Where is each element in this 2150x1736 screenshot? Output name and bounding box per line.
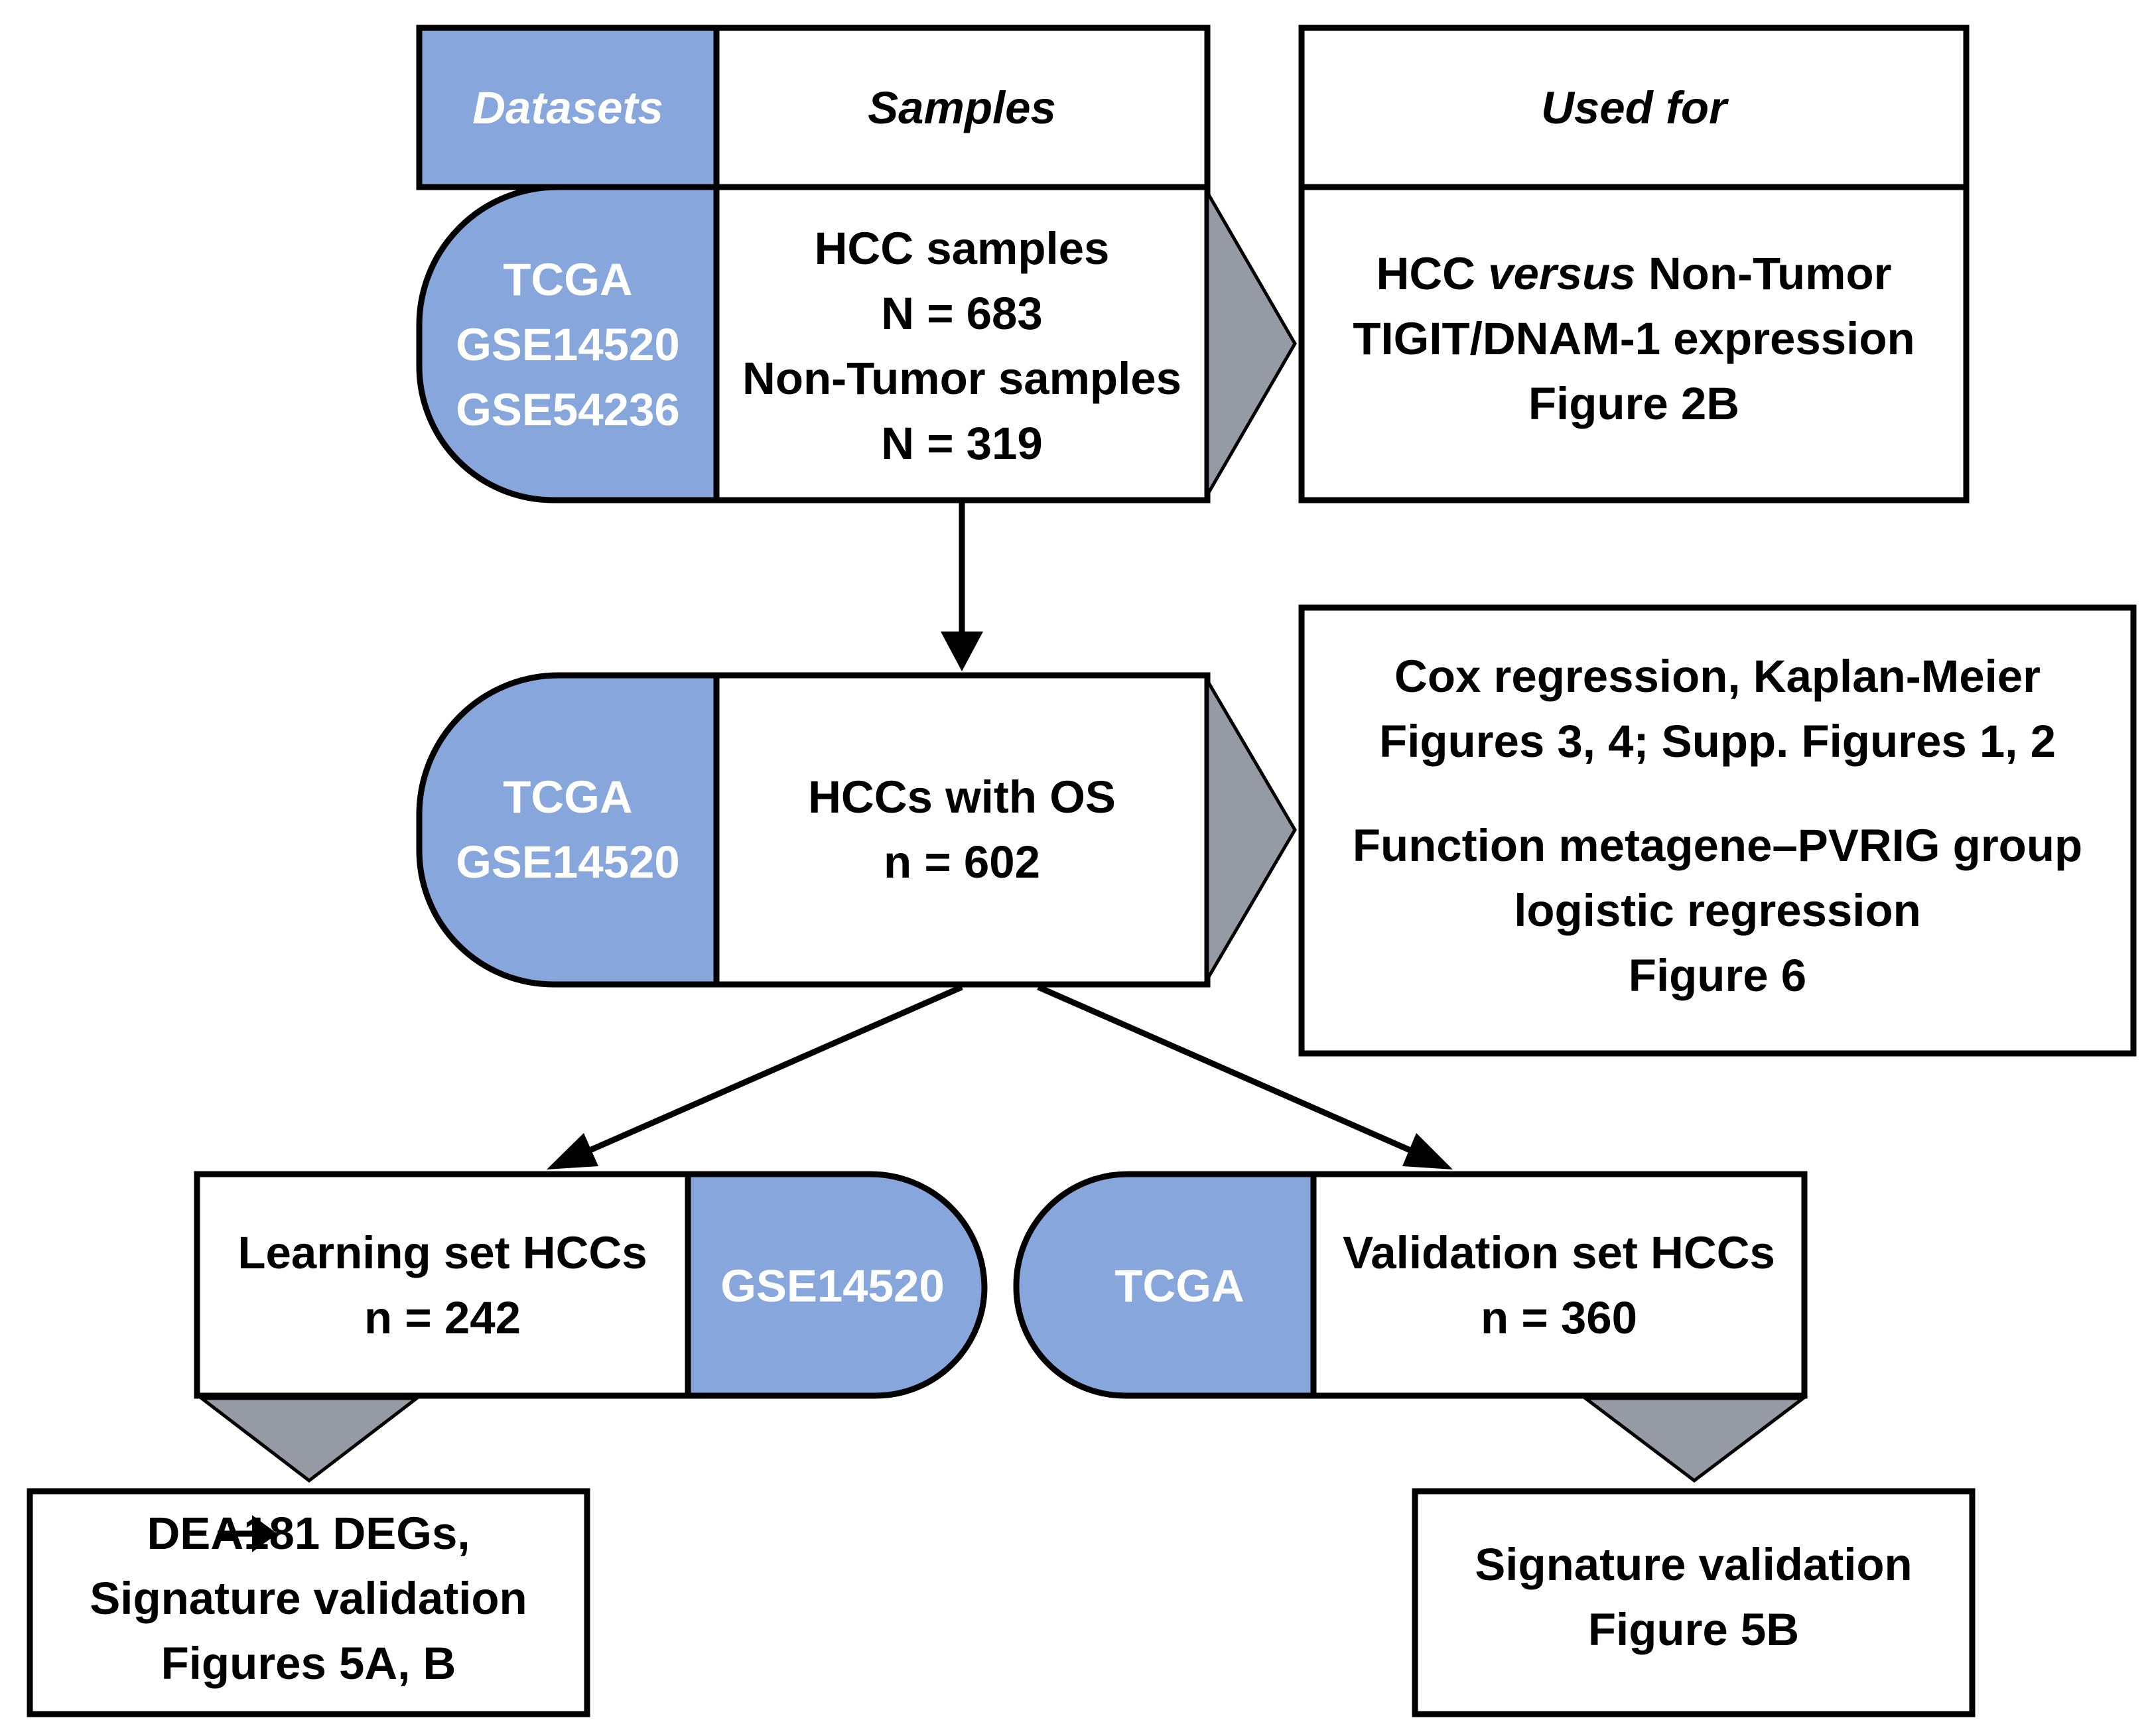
learning-result-line-3: Figures 5A, B [161, 1638, 456, 1689]
validation-set-title: Validation set HCCs [1343, 1227, 1775, 1278]
row2-usedfor-line-2: Figures 3, 4; Supp. Figures 1, 2 [1379, 716, 2056, 767]
learning-set-count: n = 242 [364, 1292, 521, 1343]
row1-usedfor-line-2: TIGIT/DNAM-1 expression [1353, 313, 1915, 364]
row2-samples-box [713, 672, 1211, 988]
validation-dataset-tab [1013, 1171, 1317, 1399]
connector-to-learning-arrowhead [547, 1133, 598, 1169]
header-usedfor-label: Used for [1541, 82, 1729, 133]
row1-usedfor-line-3: Figure 2B [1528, 378, 1739, 429]
row1-dataset-2: GSE14520 [456, 319, 680, 370]
row1-usedfor-line-1: HCC versus Non-Tumor [1377, 248, 1892, 299]
row2-usedfor-line-3: Function metagene–PVRIG group [1353, 820, 2082, 871]
header-samples-label: Samples [868, 82, 1056, 133]
learning-result-line-1: DEA181 DEGs, [147, 1508, 470, 1559]
validation-result-line-2: Figure 5B [1588, 1604, 1799, 1655]
validation-set-count: n = 360 [1481, 1292, 1637, 1343]
row2-dataset-tab [416, 672, 720, 988]
row1-samples-line-2: N = 683 [881, 288, 1043, 339]
learning-set-box [194, 1171, 691, 1399]
row1-dataset-1: TCGA [503, 254, 632, 305]
learning-result-box [27, 1488, 590, 1717]
row1-dataset-tab [416, 184, 720, 503]
validation-dataset-label: TCGA [1114, 1260, 1244, 1311]
validation-result-line-1: Signature validation [1475, 1539, 1912, 1590]
learning-dataset-label: GSE14520 [720, 1260, 945, 1311]
learning-dataset-tab [685, 1171, 988, 1399]
learning-set-title: Learning set HCCs [237, 1227, 647, 1278]
connector-to-validation [1037, 984, 1418, 1156]
learning-result-line-2: Signature validation [90, 1573, 527, 1624]
connector-row1-row2-arrowhead [941, 632, 983, 671]
row2-usedfor-line-4: logistic regression [1514, 885, 1921, 936]
validation-down-arrow [1580, 1396, 1808, 1483]
connector-to-validation-arrowhead [1402, 1133, 1453, 1169]
row2-samples-line-2: n = 602 [884, 836, 1040, 888]
validation-result-box [1412, 1488, 1976, 1717]
row2-dataset-2: GSE14520 [456, 836, 680, 888]
row1-samples-box [713, 184, 1211, 503]
learning-down-arrow [196, 1396, 422, 1483]
row1-usedfor-box [1298, 184, 1970, 503]
row2-samples-line-1: HCCs with OS [808, 771, 1116, 823]
row1-samples-line-4: N = 319 [881, 418, 1043, 469]
row1-right-arrow [1205, 186, 1297, 501]
row2-usedfor-box [1298, 604, 2137, 1057]
row2-usedfor-line-1: Cox regression, Kaplan-Meier [1394, 651, 2041, 702]
validation-set-box [1310, 1171, 1808, 1399]
header-samples-cell [713, 25, 1211, 190]
header-datasets-label: Datasets [472, 82, 663, 133]
row1-samples-line-1: HCC samples [815, 223, 1110, 274]
row2-right-arrow [1205, 674, 1297, 986]
row2-dataset-1: TCGA [503, 771, 632, 823]
connector-to-learning [582, 984, 963, 1156]
arrow-right-icon-head [252, 1515, 277, 1552]
header-datasets-cell [416, 25, 720, 190]
row1-samples-line-3: Non-Tumor samples [742, 353, 1181, 404]
row2-usedfor-line-5: Figure 6 [1629, 950, 1806, 1001]
row1-dataset-3: GSE54236 [456, 384, 680, 435]
